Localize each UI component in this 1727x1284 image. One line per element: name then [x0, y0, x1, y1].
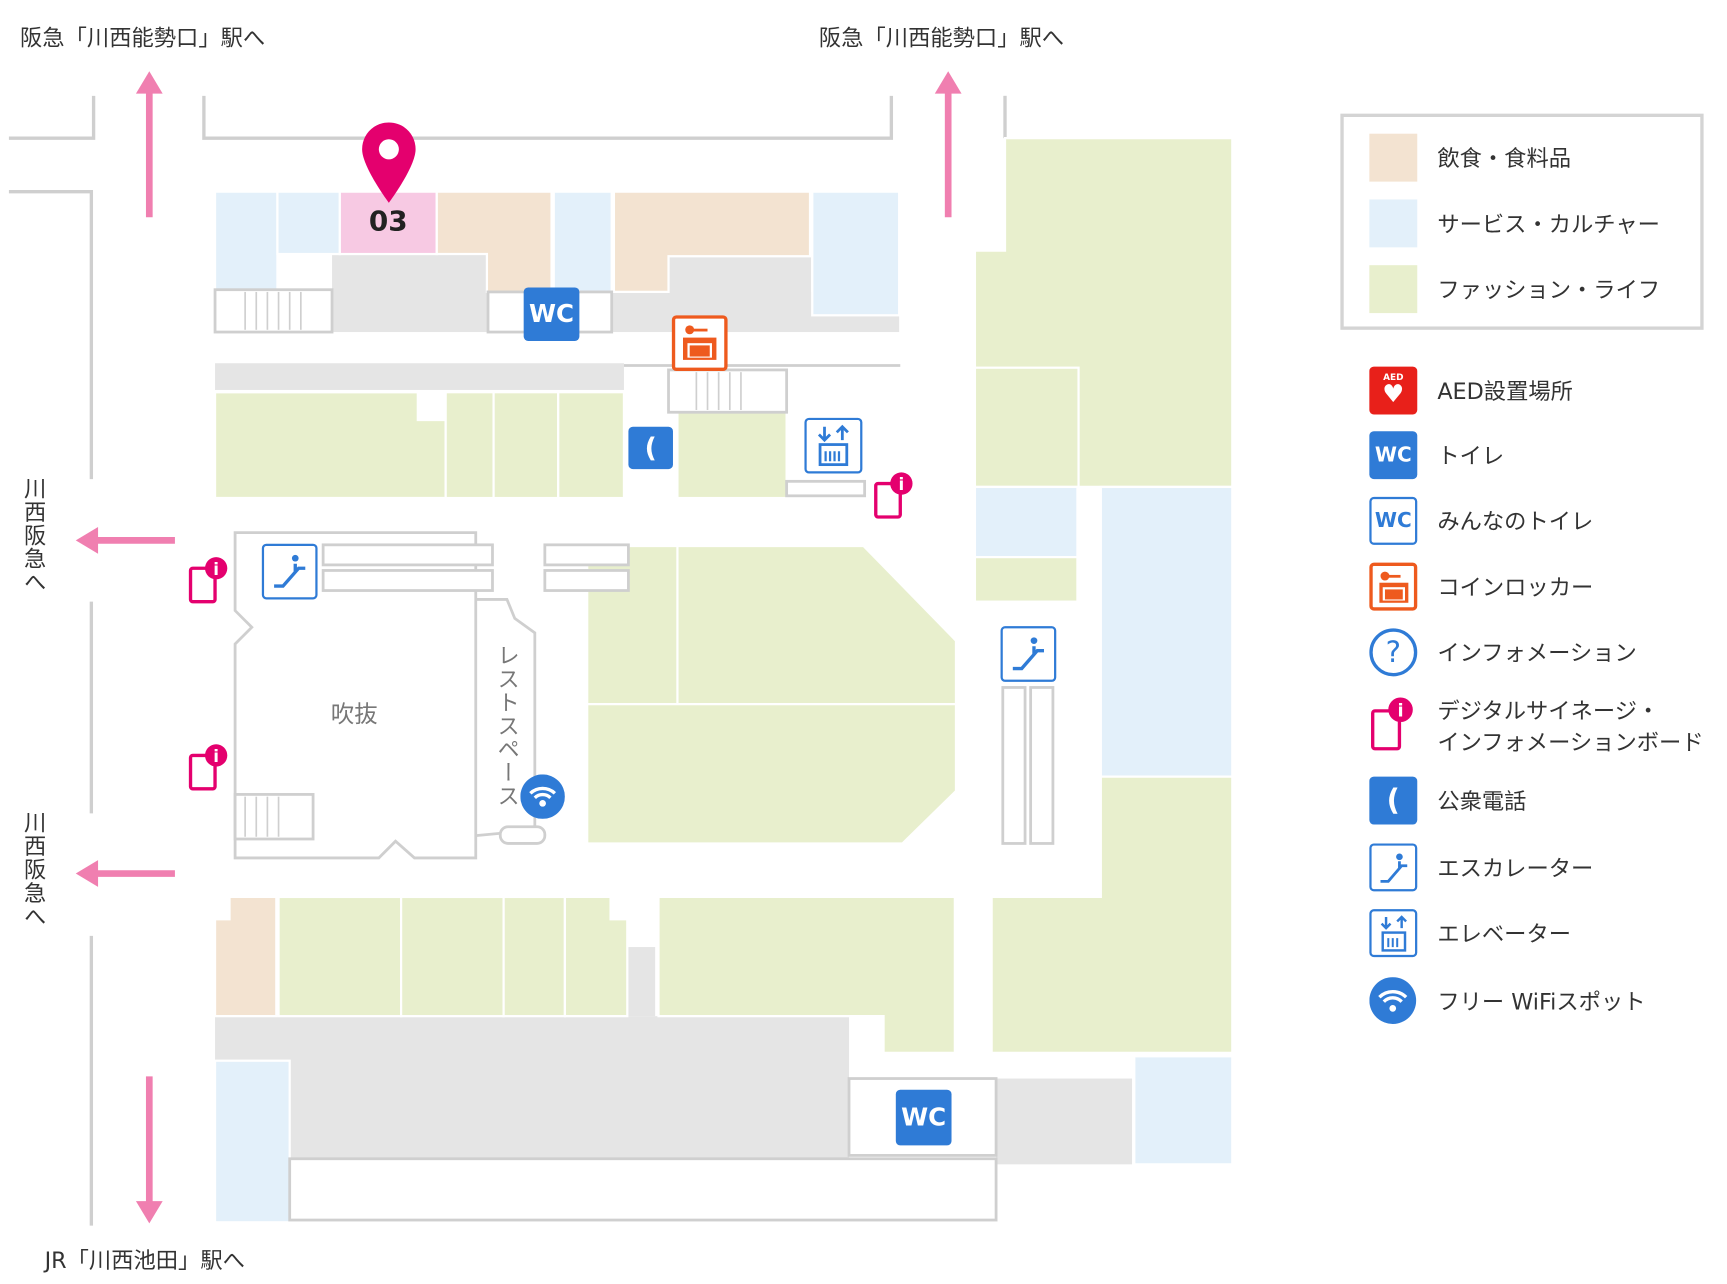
legend-item-escalator: エスカレーター — [1369, 843, 1594, 892]
legend-item-coin-locker: コインロッカー — [1369, 562, 1594, 611]
stairs — [213, 288, 334, 334]
legend-label: ファッション・ライフ — [1437, 275, 1661, 303]
legend-label: サービス・カルチャー — [1437, 210, 1660, 237]
shop-service — [973, 485, 1079, 559]
legend-label: みんなのトイレ — [1437, 507, 1594, 535]
escalator-icon — [1369, 843, 1418, 892]
legend-label: フリー WiFiスポット — [1437, 987, 1646, 1015]
shop-number: 03 — [368, 205, 408, 238]
shop-fashion — [444, 391, 495, 500]
wc-icon[interactable]: WC — [523, 287, 580, 341]
structure-outlines — [213, 288, 1055, 1222]
legend-item-public-phone: ( 公衆電話 — [1369, 776, 1527, 825]
public-phone-icon[interactable]: ( — [628, 426, 673, 470]
wifi-icon[interactable] — [520, 774, 565, 823]
legend-label: エレベーター — [1437, 919, 1572, 947]
shop-fashion — [973, 366, 1080, 489]
legend-label: 公衆電話 — [1437, 787, 1527, 814]
coin-locker-icon — [1369, 562, 1418, 611]
legend-label: インフォメーション — [1437, 638, 1637, 666]
legend-item-wifi: フリー WiFiスポット — [1369, 977, 1646, 1025]
aed-icon: AED♥ — [1369, 366, 1418, 415]
shop-service — [1099, 485, 1234, 778]
shop-fashion — [277, 895, 403, 1018]
accessible-wc-icon: WC — [1369, 496, 1418, 545]
svg-text:i: i — [213, 559, 219, 579]
corridors — [215, 254, 1133, 1165]
legend-item-wc: WC トイレ — [1369, 431, 1505, 480]
shop-fashion — [676, 411, 788, 500]
wc-icon[interactable]: WC — [895, 1089, 952, 1146]
direction-west-lower: 川西阪急へ — [20, 811, 47, 929]
legend-item-digital-signage: i デジタルサイネージ・ インフォメーションボード — [1369, 695, 1704, 757]
public-phone-icon: ( — [1369, 776, 1418, 825]
shop-fashion — [990, 775, 1234, 1055]
direction-west-upper: 川西阪急へ — [20, 476, 47, 594]
coin-locker-icon[interactable] — [671, 315, 728, 372]
shop-fashion — [492, 391, 560, 500]
aed-badge-text: AED — [1383, 372, 1404, 383]
legend-item-aed: AED♥ AED設置場所 — [1369, 366, 1573, 415]
direction-arrows — [75, 71, 962, 1224]
information-icon: ? — [1369, 628, 1418, 677]
service-swatch — [1369, 199, 1418, 248]
shops — [213, 137, 1234, 1224]
shop-service — [213, 1059, 291, 1224]
digital-signage-icon: i — [1369, 695, 1417, 753]
direction-north-left: 阪急「川西能勢口」駅へ — [20, 24, 266, 52]
atrium-outline — [233, 531, 478, 860]
wifi-icon — [1369, 977, 1417, 1025]
fashion-swatch — [1369, 265, 1418, 314]
rest-space-label: レストスペース — [493, 644, 521, 808]
shop-fashion — [586, 544, 958, 845]
elevator-icon — [1369, 909, 1418, 958]
svg-text:i: i — [899, 474, 905, 494]
legend-item-elevator: エレベーター — [1369, 909, 1572, 958]
escalator-icon[interactable] — [261, 543, 318, 600]
legend-label: AED設置場所 — [1437, 377, 1573, 404]
shop-service — [1133, 1055, 1234, 1166]
shop-location-marker[interactable] — [360, 120, 418, 209]
direction-north-right: 阪急「川西能勢口」駅へ — [818, 24, 1065, 52]
legend-item-food: 飲食・食料品 — [1369, 133, 1572, 182]
atrium-label: 吹抜 — [331, 700, 378, 728]
shop-fashion — [399, 895, 505, 1018]
legend-label: デジタルサイネージ・ インフォメーションボード — [1437, 697, 1704, 756]
shop-food — [213, 895, 278, 1018]
svg-text:i: i — [213, 746, 219, 766]
legend-item-accessible-wc: WC みんなのトイレ — [1369, 496, 1594, 545]
street-lines — [8, 95, 1007, 1226]
shop-service — [811, 190, 901, 317]
shop-fashion — [557, 391, 626, 500]
shop-service — [213, 190, 279, 291]
floor-map: 吹抜 — [8, 71, 1234, 1226]
legend-label: 飲食・食料品 — [1437, 144, 1572, 172]
shop-service — [276, 190, 341, 256]
shop-service — [552, 190, 613, 294]
legend-item-information: ? インフォメーション — [1369, 628, 1637, 677]
svg-text:i: i — [1397, 700, 1403, 721]
legend-item-fashion: ファッション・ライフ — [1369, 265, 1661, 314]
food-swatch — [1369, 133, 1418, 182]
escalator-icon[interactable] — [1000, 626, 1057, 682]
legend-label: コインロッカー — [1437, 573, 1594, 600]
map-pin-icon — [362, 122, 416, 203]
shop-fashion — [502, 895, 567, 1018]
shop-fashion — [213, 391, 447, 500]
legend-label: トイレ — [1437, 441, 1505, 469]
shop-fashion — [973, 555, 1079, 603]
shop-fashion — [657, 895, 956, 1055]
shop-food — [612, 190, 812, 294]
category-legend — [1340, 113, 1704, 330]
shop-fashion — [563, 895, 629, 1018]
direction-south: JR「川西池田」駅へ — [44, 1246, 245, 1274]
legend-label: エスカレーター — [1437, 854, 1594, 881]
elevator-icon[interactable] — [804, 417, 863, 474]
digital-signage-icon[interactable]: i — [872, 470, 917, 526]
legend-item-service: サービス・カルチャー — [1369, 199, 1660, 248]
wc-icon: WC — [1369, 431, 1418, 480]
digital-signage-icon[interactable]: i — [187, 742, 232, 798]
digital-signage-icon[interactable]: i — [187, 555, 232, 611]
